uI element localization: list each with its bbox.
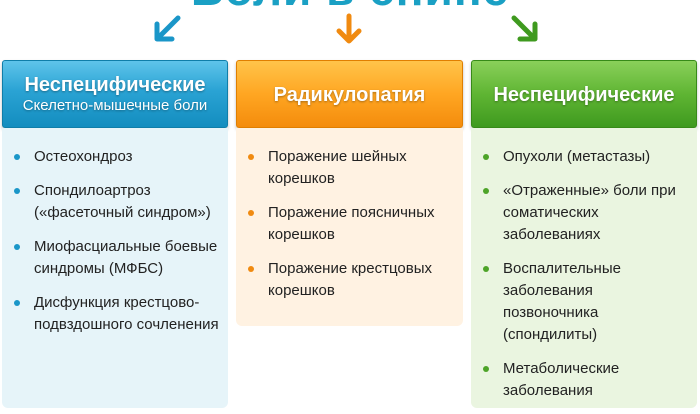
list-item: Опухоли (метастазы) — [471, 146, 697, 168]
column-panel: Поражение шейных корешков Поражение пояс… — [236, 128, 463, 326]
item-text: Миофасциальные боевые синдромы (МФБС) — [34, 238, 218, 277]
list-item: Остеохондроз — [2, 146, 228, 168]
bullet-icon — [14, 154, 20, 160]
bullet-icon — [483, 266, 489, 272]
item-list: Опухоли (метастазы) «Отраженные» боли пр… — [471, 146, 697, 414]
column-header: Неспецифические Скелетно-мышечные боли — [2, 60, 228, 128]
item-text: Метаболические заболевания — [503, 360, 620, 399]
item-text: Дисфункция крестцово-подвздошного сочлен… — [34, 294, 219, 333]
arrow-down-icon — [336, 13, 362, 44]
column-header: Радикулопатия — [236, 60, 463, 128]
list-item: Спондилоартроз («фасеточный синдром») — [2, 180, 228, 224]
item-text: Опухоли (метастазы) — [503, 148, 651, 165]
column-panel: Опухоли (метастазы) «Отраженные» боли пр… — [471, 128, 697, 408]
bullet-icon — [483, 366, 489, 372]
column-header: Неспецифические — [471, 60, 697, 128]
bullet-icon — [483, 154, 489, 160]
list-item: «Отраженные» боли при соматических забол… — [471, 180, 697, 246]
bullet-icon — [14, 244, 20, 250]
list-item: Дисфункция крестцово-подвздошного сочлен… — [2, 292, 228, 336]
item-text: Поражение поясничных корешков — [268, 204, 435, 243]
list-item: Поражение шейных корешков — [236, 146, 463, 190]
column-subtitle: Скелетно-мышечные боли — [22, 97, 208, 114]
list-item: Метаболические заболевания — [471, 358, 697, 402]
item-list: Остеохондроз Спондилоартроз («фасеточный… — [2, 146, 228, 348]
item-text: Поражение шейных корешков — [268, 148, 407, 187]
column-panel: Остеохондроз Спондилоартроз («фасеточный… — [2, 128, 228, 408]
item-text: Поражение крестцовых корешков — [268, 260, 432, 299]
bullet-icon — [248, 154, 254, 160]
bullet-icon — [14, 300, 20, 306]
item-text: Остеохондроз — [34, 148, 133, 165]
list-item: Поражение поясничных корешков — [236, 202, 463, 246]
column-title: Радикулопатия — [273, 84, 426, 106]
column-title: Неспецифические — [24, 74, 206, 96]
arrow-down-left-icon — [154, 15, 181, 42]
bullet-icon — [248, 266, 254, 272]
item-text: «Отраженные» боли при соматических забол… — [503, 182, 676, 243]
bullet-icon — [483, 188, 489, 194]
bullet-icon — [248, 210, 254, 216]
bullet-icon — [14, 188, 20, 194]
item-list: Поражение шейных корешков Поражение пояс… — [236, 146, 463, 314]
arrow-down-right-icon — [511, 15, 538, 42]
diagram-title: Боли в спине — [0, 0, 700, 12]
list-item: Поражение крестцовых корешков — [236, 258, 463, 302]
item-text: Воспалительные заболевания позвоночника … — [503, 260, 621, 343]
item-text: Спондилоартроз («фасеточный синдром») — [34, 182, 211, 221]
column-title: Неспецифические — [493, 84, 675, 106]
list-item: Воспалительные заболевания позвоночника … — [471, 258, 697, 346]
list-item: Миофасциальные боевые синдромы (МФБС) — [2, 236, 228, 280]
